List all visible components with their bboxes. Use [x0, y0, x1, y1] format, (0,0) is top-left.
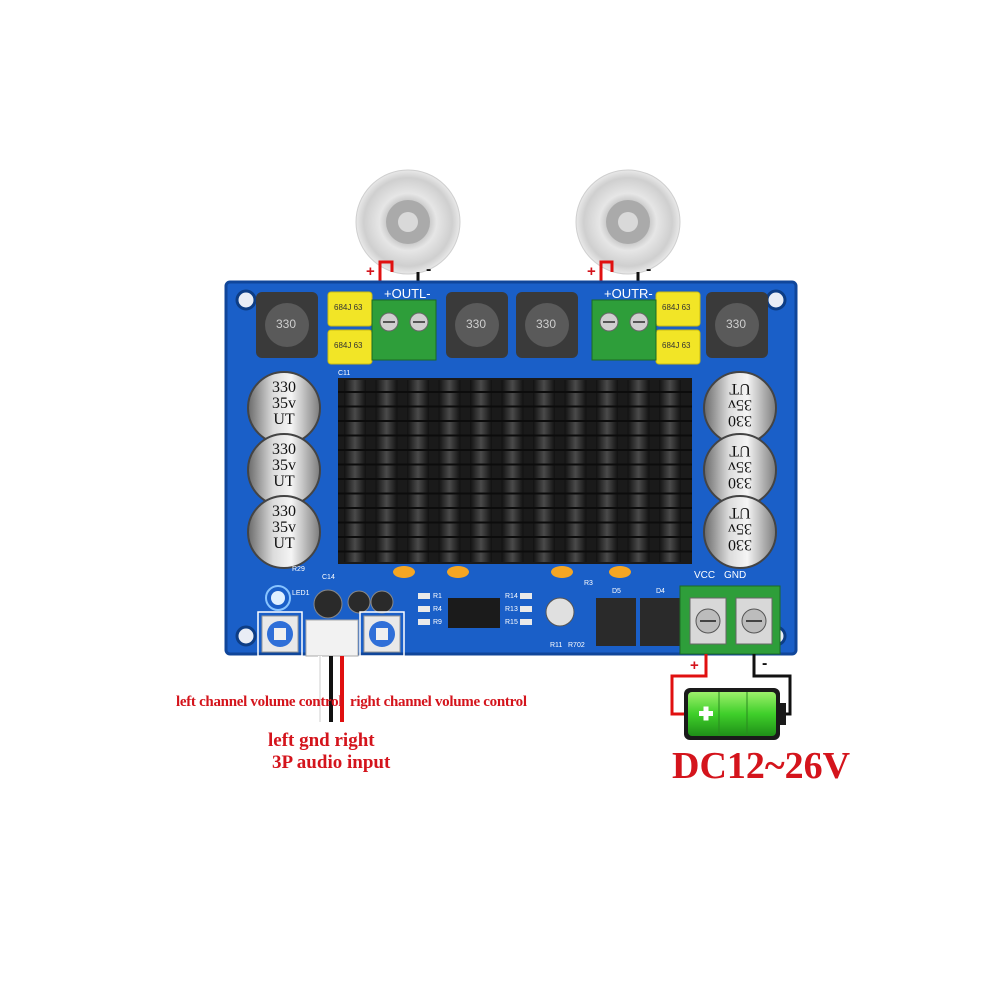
power-minus-sign: -	[762, 655, 768, 672]
right-volume-label: right channel volume control	[350, 694, 527, 710]
ref-designator: R4	[433, 606, 442, 613]
left-plus-sign: +	[366, 263, 375, 280]
left-volume-label: left channel volume control	[176, 694, 343, 710]
right-minus-sign: -	[646, 261, 652, 278]
ref-designator: C14	[322, 574, 335, 581]
heatsink-fin	[375, 380, 398, 562]
electrolytic-capacitors	[247, 371, 777, 569]
ref-designator: C11	[338, 370, 351, 377]
audio-input-connector	[305, 619, 359, 722]
out-left-label: +OUTL-	[384, 286, 431, 301]
heatsink-fin	[533, 380, 555, 562]
heatsink-fin	[407, 380, 429, 562]
ref-designator: R14	[505, 593, 518, 600]
film-cap-marking: 684J 63	[662, 303, 691, 312]
heatsink-fin	[596, 380, 618, 562]
ref-designator: R11	[550, 642, 563, 649]
right-speaker-icon	[575, 169, 681, 275]
power-wires	[670, 654, 792, 716]
heatsink-fin	[438, 380, 461, 562]
small-components	[265, 566, 680, 646]
inductor-marking: 330	[726, 317, 747, 331]
film-cap-marking: 684J 63	[662, 341, 691, 350]
left-minus-sign: -	[426, 261, 432, 278]
ref-designator: D5	[612, 588, 621, 595]
ref-designator: R29	[292, 566, 305, 573]
heatsink	[338, 378, 692, 564]
ref-designator: D4	[656, 588, 665, 595]
inductor-marking: 330	[276, 317, 297, 331]
heatsink-fin	[627, 380, 650, 562]
ref-designator: R702	[568, 642, 585, 649]
out-right-label: +OUTR-	[604, 286, 653, 301]
ref-designator: R1	[433, 593, 442, 600]
volume-potentiometers	[257, 611, 405, 657]
battery-icon	[684, 688, 786, 740]
heatsink-fin	[501, 380, 524, 562]
audio-input-label-line1: left gnd right	[268, 730, 375, 751]
inductor-marking: 330	[466, 317, 487, 331]
ref-designator: R3	[584, 580, 593, 587]
heatsink-fin	[470, 380, 492, 562]
power-voltage-label: DC12~26V	[672, 745, 851, 787]
left-speaker-icon	[355, 169, 461, 275]
film-cap-marking: 684J 63	[334, 341, 363, 350]
heatsink-fin	[344, 380, 366, 562]
vcc-label: VCC	[694, 570, 716, 581]
ref-designator: R15	[505, 619, 518, 626]
power-plus-sign: +	[690, 657, 699, 674]
speaker-output-terminals	[371, 299, 657, 361]
gnd-label: GND	[724, 570, 747, 581]
heatsink-fin	[564, 380, 587, 562]
inductor-marking: 330	[536, 317, 557, 331]
audio-input-label-line2: 3P audio input	[272, 752, 391, 773]
film-cap-marking: 684J 63	[334, 303, 363, 312]
ref-designator: R9	[433, 619, 442, 626]
ref-designator: LED1	[292, 590, 310, 597]
power-input-terminal	[679, 585, 781, 655]
right-plus-sign: +	[587, 263, 596, 280]
heatsink-fin	[659, 380, 681, 562]
ref-designator: R13	[505, 606, 518, 613]
inductors	[256, 292, 768, 358]
